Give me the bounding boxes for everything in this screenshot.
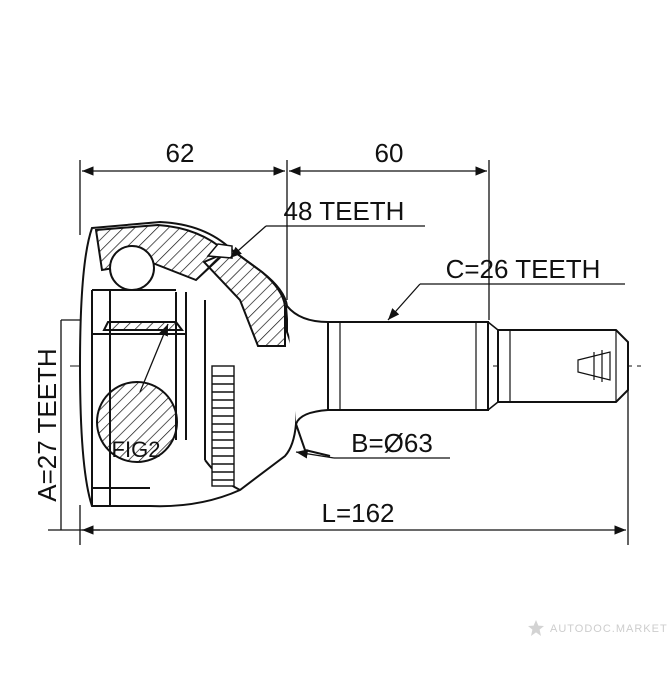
dimension-lines xyxy=(48,160,629,545)
star-logo-icon xyxy=(528,620,544,636)
dim-62-label: 62 xyxy=(166,138,195,168)
total-length-label: L=162 xyxy=(321,498,394,528)
dim-60-label: 60 xyxy=(375,138,404,168)
shaft-spline-label: C=26 TEETH xyxy=(446,254,601,284)
watermark: AUTODOC.MARKET xyxy=(528,620,668,636)
seal-diameter-label: B=Ø63 xyxy=(351,428,433,458)
watermark-text: AUTODOC.MARKET xyxy=(550,623,668,635)
figure-ref-label: FIG2 xyxy=(112,437,161,462)
abs-ring xyxy=(211,365,235,487)
shaft-body xyxy=(327,321,489,411)
leader-lines xyxy=(139,225,625,459)
housing-key xyxy=(206,243,233,259)
outer-spline-label: 48 TEETH xyxy=(284,196,405,226)
inner-spline-label: A=27 TEETH xyxy=(32,348,62,501)
bell-housing xyxy=(78,220,331,508)
stub-shaft xyxy=(286,305,629,425)
